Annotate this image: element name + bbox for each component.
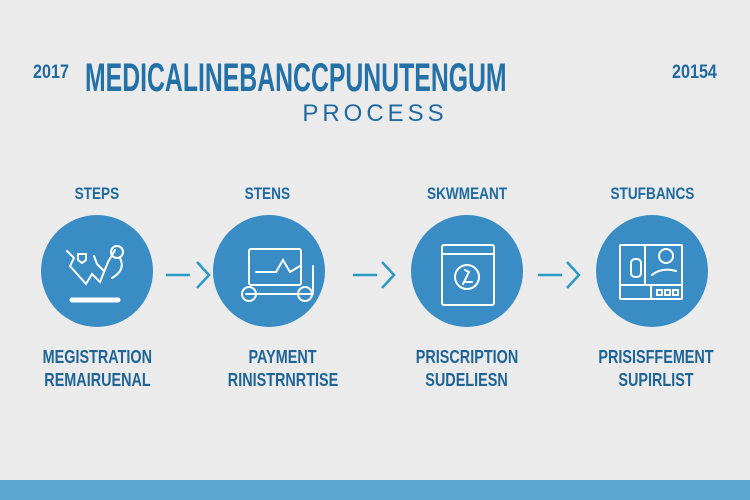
arrow-right-icon <box>538 261 581 289</box>
year-left: 2017 <box>33 62 69 83</box>
step-heading-4: STUFBANCS <box>610 184 694 203</box>
payment-cart-icon <box>241 248 314 302</box>
step-circle-1 <box>41 215 153 327</box>
step-circle-4 <box>596 215 708 327</box>
year-right: 20154 <box>672 62 717 83</box>
prescription-device-icon <box>441 244 495 306</box>
arrow-right-icon <box>166 261 211 289</box>
footer-bar <box>0 480 750 500</box>
step-heading-3: SKWMEANT <box>426 184 508 203</box>
page-subtitle: PROCESS <box>302 100 448 127</box>
map-stethoscope-icon <box>66 245 124 303</box>
page-title: MEDICALINEBANCCPUNUTENGUM <box>85 56 507 100</box>
arrow-right-icon <box>353 261 396 289</box>
step-heading-2: STENS <box>244 184 290 203</box>
dashboard-panel-icon <box>619 244 683 300</box>
step-heading-1: STEPS <box>74 184 120 203</box>
